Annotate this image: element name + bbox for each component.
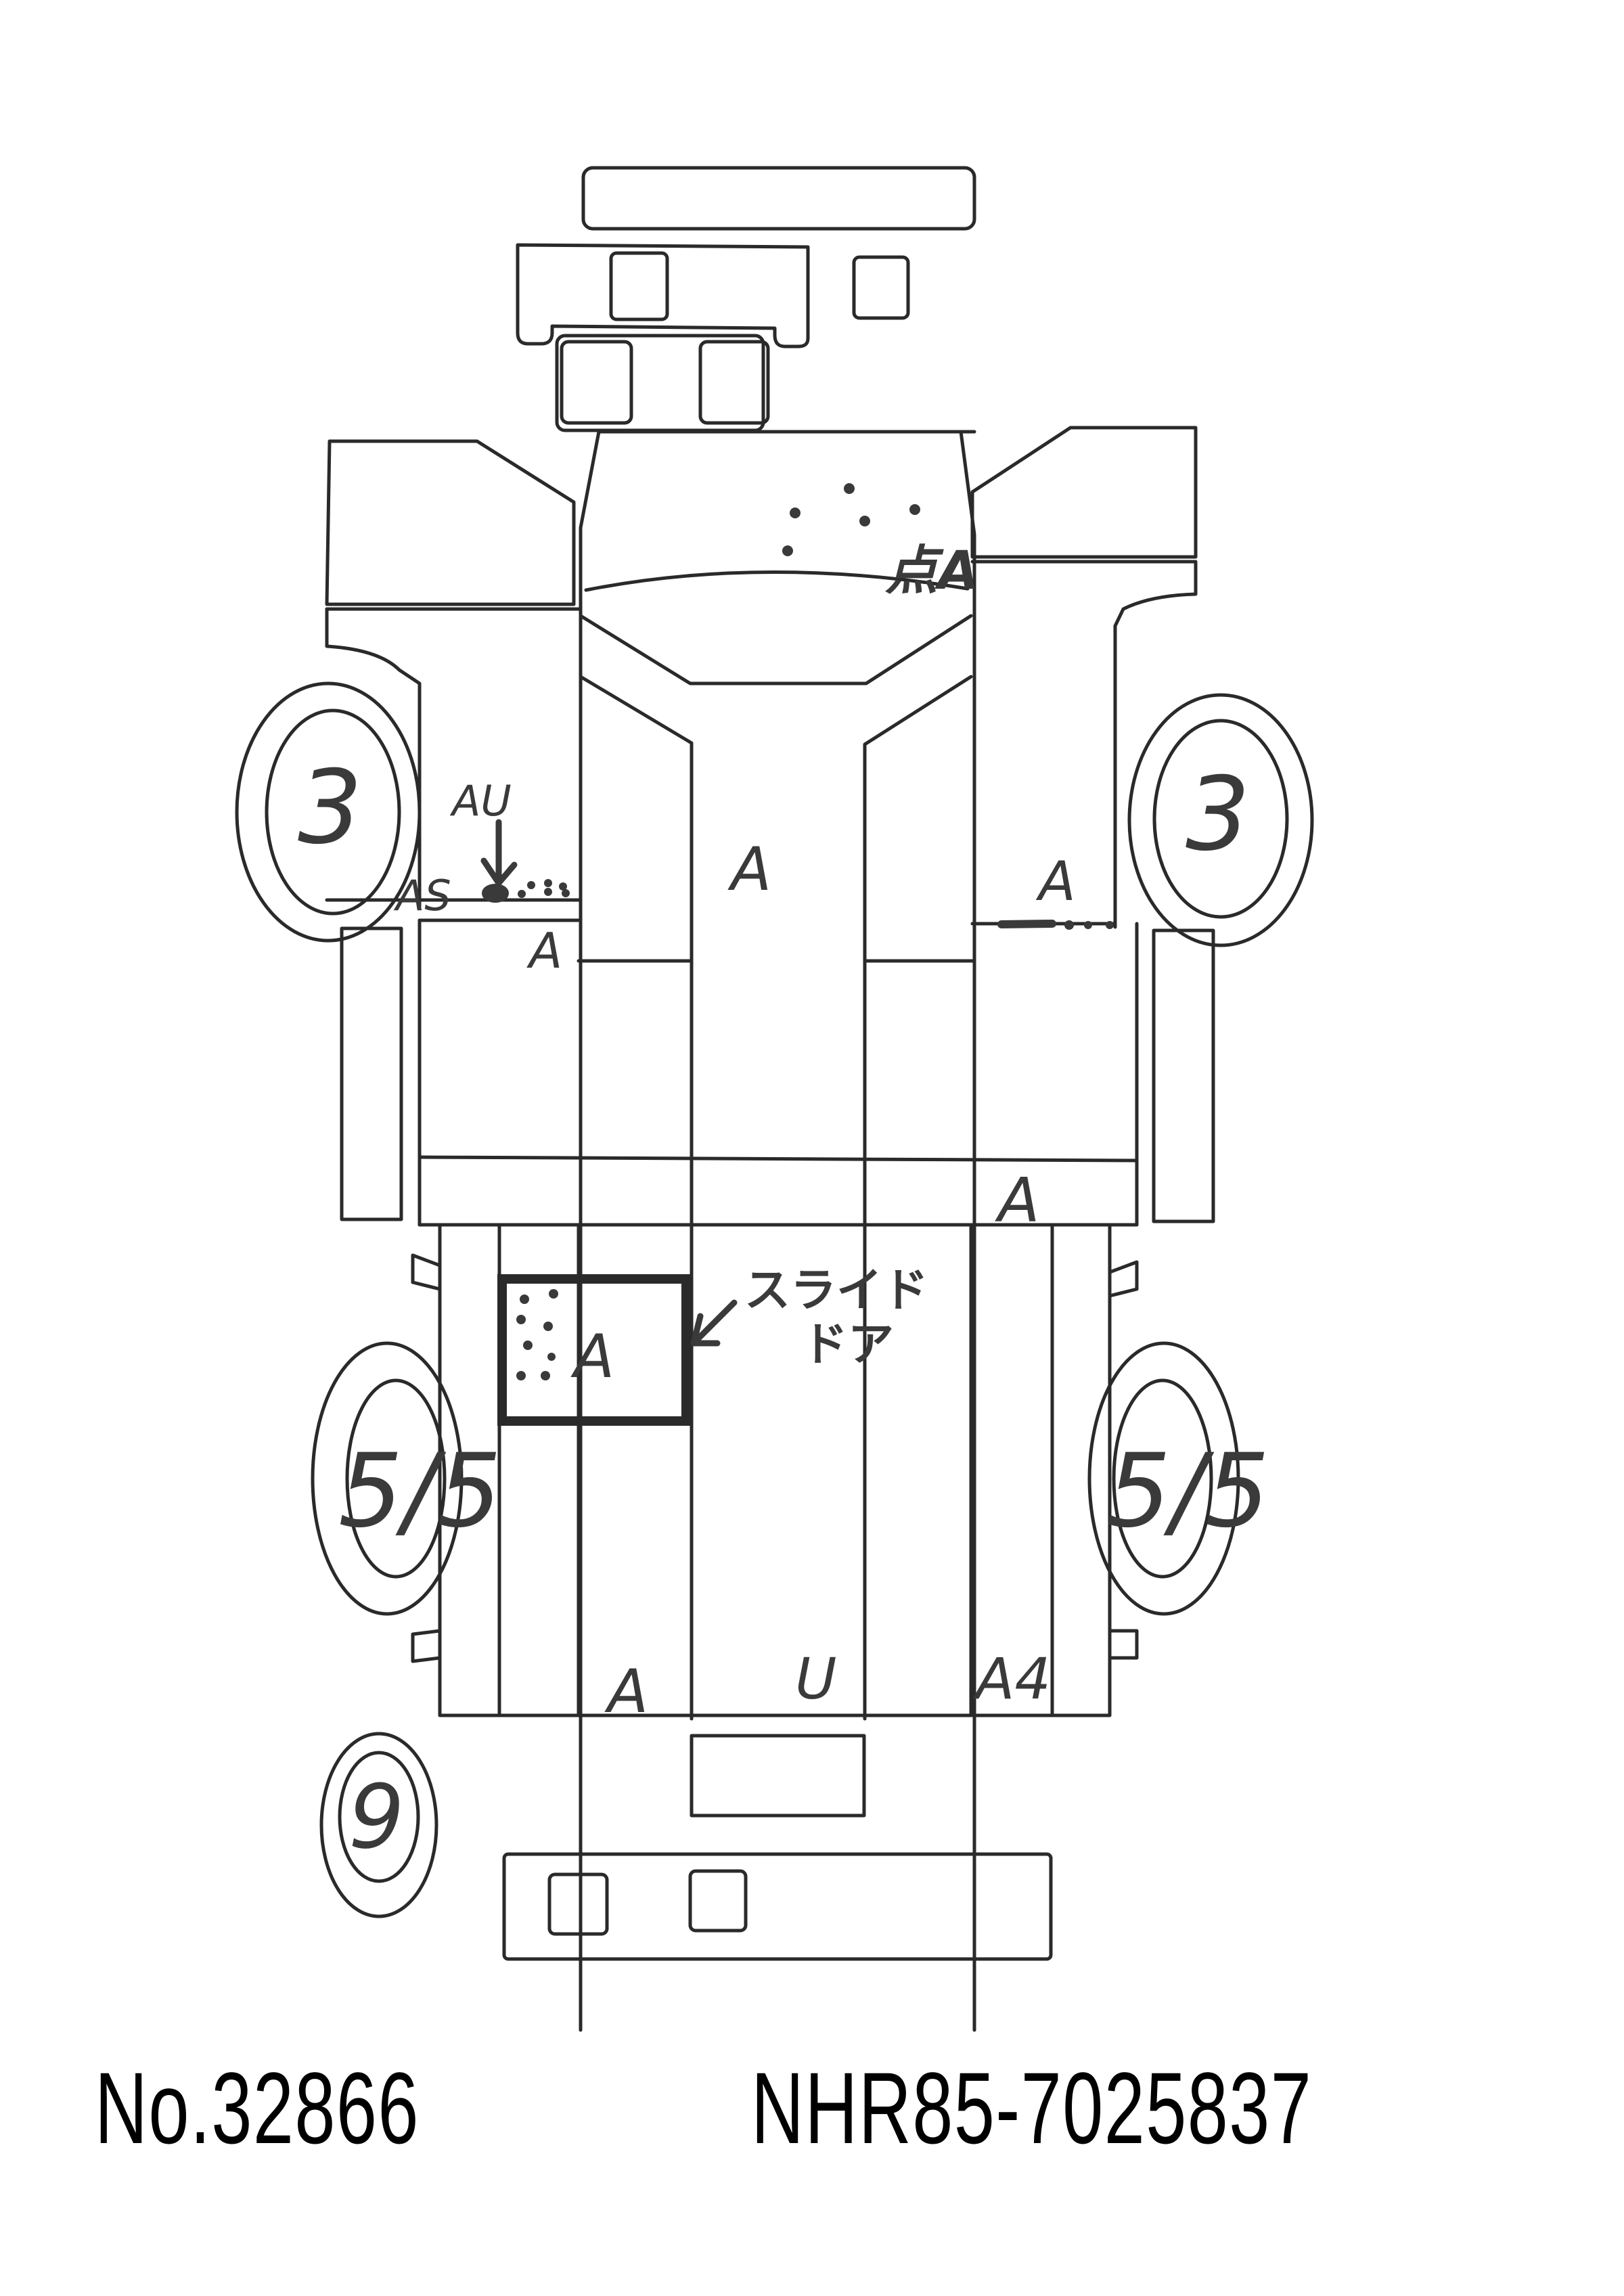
slide-door-label-line1: スライド (744, 1264, 928, 1318)
annotation-front-left-lower: A (526, 922, 562, 979)
slide-door-box (497, 1274, 691, 1426)
left-front-door (325, 439, 694, 963)
rear-bumper (502, 1852, 1053, 1961)
annotation-rear-right: A4 (972, 1646, 1051, 1712)
tire-label-rear-right: 5/5 (1106, 1433, 1269, 1550)
annotation-slide-door: A (570, 1322, 614, 1391)
tire-front-right (1127, 693, 1314, 947)
tire-label-front-left: 3 (298, 749, 362, 867)
annotation-front-right: A (1035, 850, 1076, 913)
tire-label-spare: 9 (348, 1765, 405, 1868)
mirror-right (698, 340, 770, 425)
tire-rear-right (1087, 1341, 1240, 1616)
tire-spare (319, 1732, 438, 1918)
headlight-right (852, 255, 910, 320)
headlight-left (609, 251, 669, 321)
hood-damage-dots (782, 483, 920, 556)
annotation-hood: 点A (885, 541, 978, 602)
side-step-left (340, 926, 403, 1221)
front-grille (516, 243, 910, 348)
taillight-left (547, 1872, 609, 1936)
annotation-rear-center: U (795, 1646, 836, 1712)
annotation-center-cab: A (727, 834, 771, 904)
tire-label-front-right: 3 (1186, 756, 1250, 874)
annotation-rear-left: A (604, 1657, 648, 1726)
slide-door-dots (516, 1289, 558, 1380)
stock-number: No.32866 (95, 2051, 420, 2165)
rear-hitch (690, 1734, 866, 1818)
tire-rear-left (311, 1341, 464, 1616)
cab-rear (418, 918, 1139, 1227)
right-scratch (997, 920, 1114, 930)
windshield (555, 334, 770, 432)
side-step-right (1152, 928, 1215, 1223)
slide-door-label-line2: ドア (802, 1318, 894, 1372)
annotation-au: AU (449, 776, 512, 826)
chassis-number: NHR85-7025837 (751, 2051, 1313, 2165)
tire-label-rear-left: 5/5 (338, 1433, 501, 1550)
front-bumper (581, 166, 976, 231)
taillight-right (688, 1869, 748, 1933)
left-damage-dots (482, 879, 570, 903)
annotation-as: AS (393, 871, 451, 920)
au-arrow (480, 819, 518, 886)
tire-front-left (235, 681, 422, 943)
annotation-rear-crossbar: A (995, 1165, 1040, 1236)
cab-hood (579, 430, 976, 2032)
mirror-left (560, 340, 633, 425)
slide-door-arrow (690, 1299, 738, 1347)
rear-body (411, 1223, 1139, 1717)
